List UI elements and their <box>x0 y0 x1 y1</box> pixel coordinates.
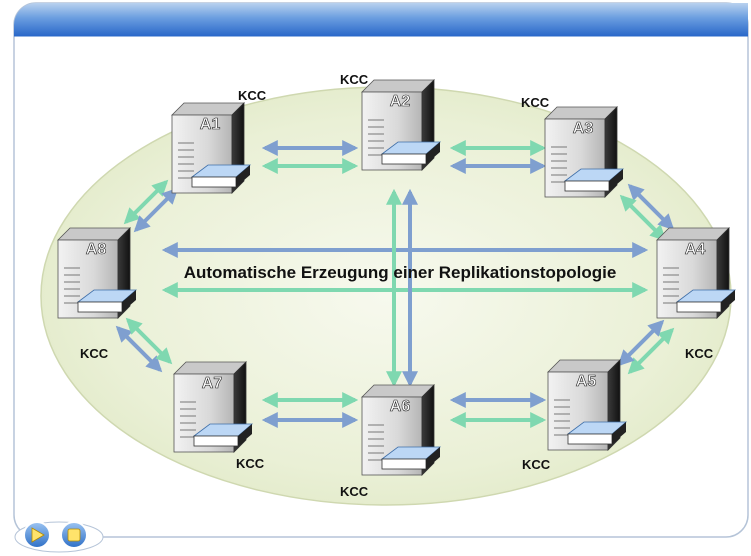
server-label: A3 <box>573 120 594 137</box>
server-label: A1 <box>200 116 221 133</box>
server-label: A6 <box>390 398 411 415</box>
header-bar <box>14 3 748 36</box>
replication-arrow-a8-a1 <box>133 187 179 233</box>
server-a2: A2 KCC <box>340 72 442 171</box>
replication-arrow-a3-a4 <box>619 194 667 242</box>
play-button[interactable] <box>23 521 51 549</box>
server-a3: A3 KCC <box>521 95 625 198</box>
replication-arrows <box>115 140 675 428</box>
kcc-label: KCC <box>236 456 265 471</box>
stop-button[interactable] <box>60 521 88 549</box>
replication-arrow-a7-a8 <box>125 317 173 365</box>
server-label: A2 <box>390 93 411 110</box>
topology-caption: Automatische Erzeugung einer Replikation… <box>184 263 617 282</box>
play-icon <box>31 527 45 543</box>
kcc-label: KCC <box>521 95 550 110</box>
kcc-label: KCC <box>522 457 551 472</box>
server-label: A5 <box>576 373 597 390</box>
stop-icon <box>67 528 81 542</box>
replication-arrow-a4-a5 <box>617 319 665 367</box>
playback-controls <box>14 521 104 553</box>
server-label: A7 <box>202 375 223 392</box>
server-label: A8 <box>86 241 107 258</box>
kcc-label: KCC <box>340 72 369 87</box>
kcc-label: KCC <box>238 88 267 103</box>
kcc-label: KCC <box>340 484 369 499</box>
kcc-label: KCC <box>80 346 109 361</box>
server-a1: A1 KCC <box>171 88 267 194</box>
server-label: A4 <box>685 241 706 258</box>
kcc-label: KCC <box>685 346 714 361</box>
